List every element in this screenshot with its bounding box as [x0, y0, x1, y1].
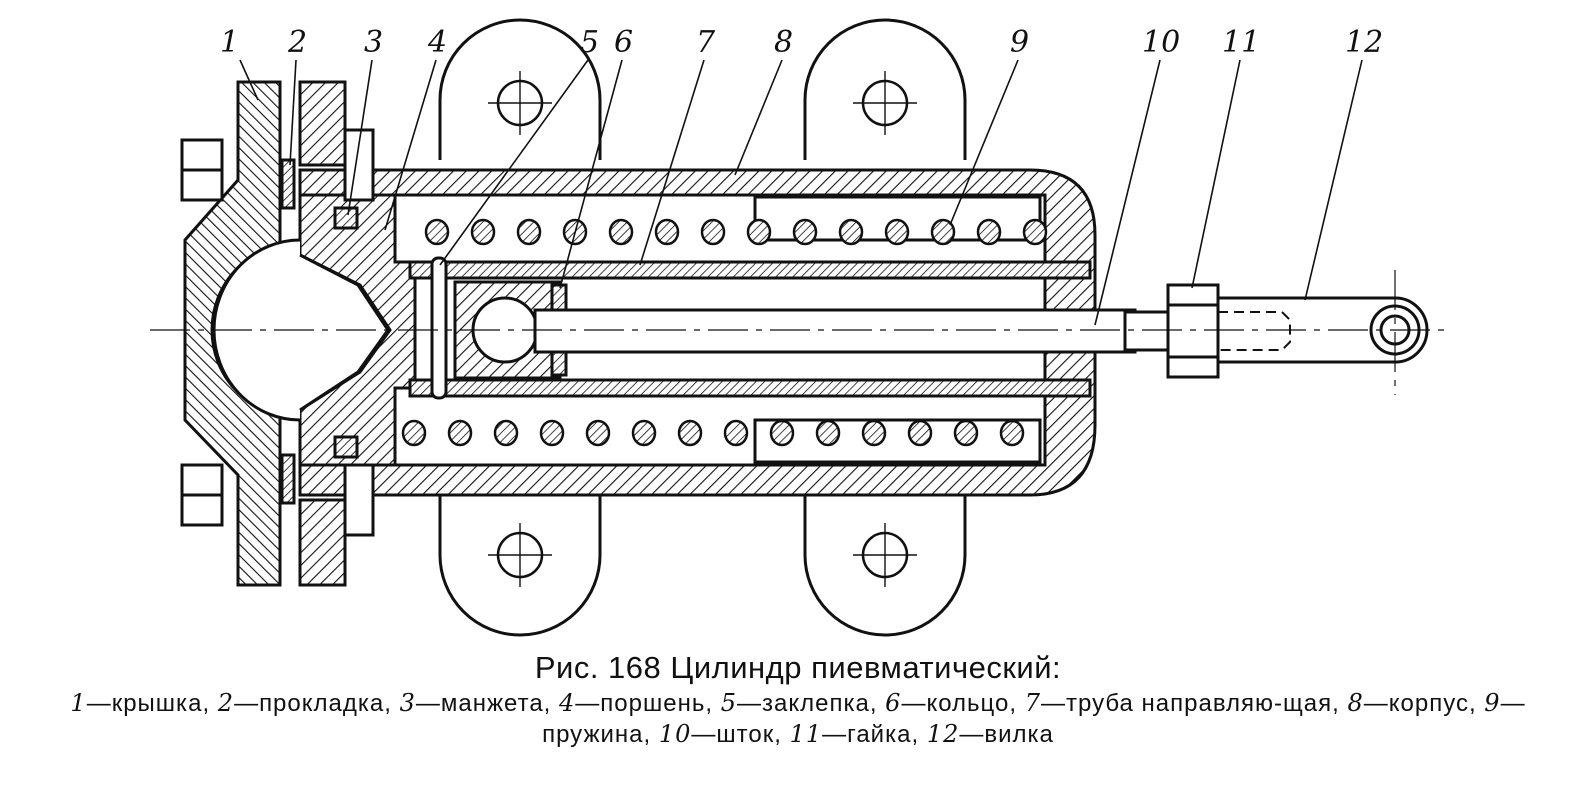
legend-number: 7 [1024, 689, 1041, 717]
spring-coil [769, 419, 795, 447]
legend-text: —прокладка [234, 690, 385, 717]
housing-body [298, 168, 1097, 497]
cover-bolts [180, 128, 375, 537]
legend-number: 3 [399, 689, 416, 717]
spring-coil [631, 419, 657, 447]
legend-item: 7—труба направляю-щая, [1024, 689, 1348, 717]
legend-text: —крышка [86, 690, 203, 717]
callout-12: 12 [1345, 25, 1383, 60]
spring-coil [700, 218, 726, 246]
callout-1: 1 [220, 25, 239, 60]
legend-text: —гайка [822, 721, 912, 748]
legend-text: —заклепка [736, 690, 870, 717]
legend-text: —корпус [1363, 690, 1469, 717]
legend-text: —манжета [415, 690, 544, 717]
spring-coil [976, 218, 1002, 246]
callout-3: 3 [364, 25, 383, 60]
callout-7: 7 [696, 25, 716, 60]
spring-coil [493, 419, 519, 447]
caption-legend: 1—крышка, 2—прокладка, 3—манжета, 4—порш… [0, 688, 1596, 750]
legend-number: 4 [559, 689, 576, 717]
spring-coil [953, 419, 979, 447]
guide-tube [408, 260, 1092, 280]
legend-number: 2 [217, 689, 235, 717]
spring-coil [585, 419, 611, 447]
fork [1216, 296, 1429, 364]
rod-thread [1123, 310, 1172, 352]
callout-4: 4 [427, 25, 447, 60]
legend-text: —кольцо [901, 690, 1010, 717]
spring-coil [401, 419, 427, 447]
legend-item: 12—вилка [926, 720, 1054, 748]
spring-coil [746, 218, 772, 246]
spring-coil [792, 218, 818, 246]
callout-6: 6 [614, 25, 633, 60]
spring-coil [838, 218, 864, 246]
legend-number: 11 [789, 720, 823, 748]
legend-item: 4—поршень, [559, 689, 721, 717]
legend-text: —пружина [542, 690, 1526, 748]
gasket [280, 158, 296, 210]
spring-seat [753, 418, 1042, 464]
cuff [333, 435, 359, 459]
caption-title: Рис. 168 Цилиндр пиевматический: [534, 650, 1062, 685]
rivet [430, 256, 448, 400]
legend-item: 10—шток, [658, 720, 790, 748]
legend-number: 10 [658, 720, 692, 748]
legend-text: —поршень [575, 690, 706, 717]
guide-tube [408, 378, 1092, 398]
spring-coil [539, 419, 565, 447]
legend-item: 2—прокладка, [217, 689, 400, 717]
legend-text: —шток [691, 721, 775, 748]
spring-coil [999, 419, 1025, 447]
spring-coil [861, 419, 887, 447]
legend-item: 11—гайка, [789, 720, 927, 748]
legend-text: —труба направляю-щая [1041, 690, 1333, 717]
callout-10: 10 [1142, 25, 1180, 60]
spring-coil [1022, 218, 1048, 246]
spring-coil [930, 218, 956, 246]
piston-rod [533, 308, 1137, 354]
spring [401, 218, 1048, 447]
legend-item: 9—пружина, [542, 689, 1526, 748]
spring-coil [608, 218, 634, 246]
figure-caption: Рис. 168 Цилиндр пиевматический: 1—крышк… [0, 648, 1596, 750]
legend-number: 1 [70, 689, 87, 717]
callout-5: 5 [580, 25, 599, 60]
legend-item: 3—манжета, [399, 689, 560, 717]
pneumatic-cylinder-drawing: 1 2 3 4 5 6 7 8 9 10 11 12 [150, 18, 1450, 637]
legend-number: 9 [1484, 689, 1501, 717]
legend-item: 8—корпус, [1347, 689, 1485, 717]
spring-coil [677, 419, 703, 447]
callout-9: 9 [1010, 25, 1029, 60]
legend-item: 6—кольцо, [885, 689, 1025, 717]
spring-coil [447, 419, 473, 447]
lock-nut [1166, 283, 1220, 379]
spring-coil [907, 419, 933, 447]
cuff [333, 206, 359, 230]
callout-8: 8 [774, 25, 793, 60]
spring-coil [424, 218, 450, 246]
legend-number: 12 [926, 720, 960, 748]
legend-text: —вилка [959, 721, 1054, 748]
gasket [280, 453, 296, 505]
legend-item: 5—заклепка, [720, 689, 886, 717]
spring-coil [884, 218, 910, 246]
spring-coil [815, 419, 841, 447]
legend-number: 6 [885, 689, 902, 717]
spring-coil [654, 218, 680, 246]
spring-coil [470, 218, 496, 246]
legend-number: 8 [1347, 689, 1364, 717]
legend-number: 5 [720, 689, 737, 717]
callout-2: 2 [287, 25, 307, 60]
callout-11: 11 [1222, 25, 1260, 60]
legend-item: 1—крышка, [70, 689, 218, 717]
callout-labels: 1 2 3 4 5 6 7 8 9 10 11 12 [220, 25, 1383, 60]
spring-coil [723, 419, 749, 447]
spring-coil [516, 218, 542, 246]
